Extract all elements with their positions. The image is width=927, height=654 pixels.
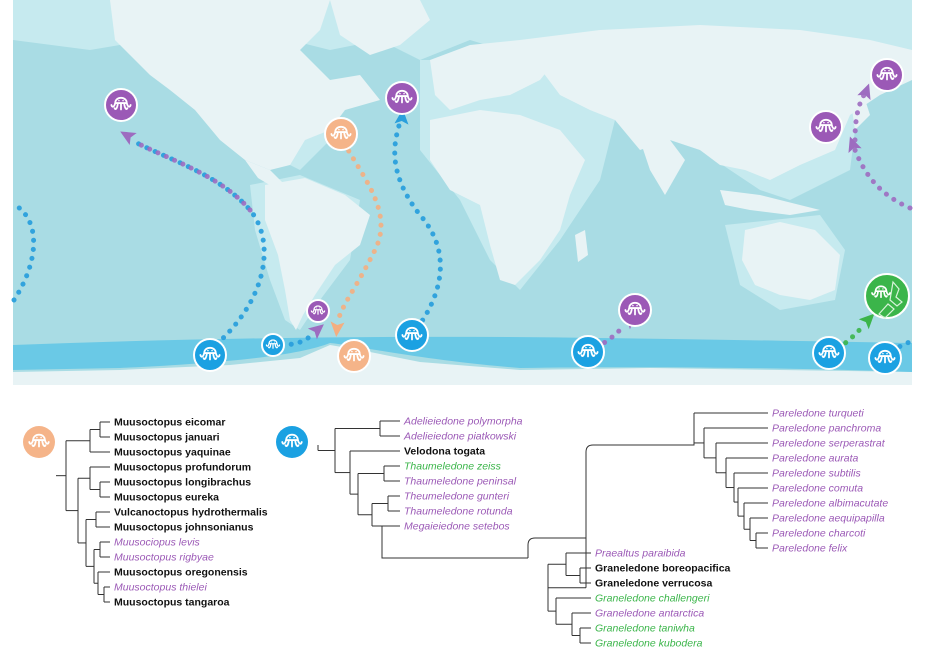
marker-green-new-zealand <box>864 273 910 319</box>
marker-purple-north-pacific <box>104 88 138 122</box>
asia <box>520 25 912 180</box>
tip-label: Thaumeledone rotunda <box>404 506 513 518</box>
tip-label: Muusoctopus tangaroa <box>114 597 230 609</box>
tip-label: Pareledone aurata <box>772 453 859 465</box>
tip-label: Muusoctopus yaquinae <box>114 447 231 459</box>
marker-purple-japan <box>809 110 843 144</box>
clade-markers <box>23 426 308 458</box>
node-connector <box>585 427 695 588</box>
tip-label: Pareledone aequipapilla <box>772 513 885 525</box>
phylogeny-branches <box>56 412 768 644</box>
central-america <box>245 160 285 190</box>
clade-marker-muusoctopus <box>23 426 55 458</box>
tip-label: Adelieiedone polymorpha <box>403 416 523 428</box>
clade-marker-antarctic <box>276 426 308 458</box>
tip-label: Graneledone taniwha <box>595 623 695 635</box>
route-drake-short <box>270 332 315 348</box>
tip-label: Muusoctopus januari <box>114 432 220 444</box>
europe <box>430 40 560 110</box>
map-markers <box>104 58 910 375</box>
tip-label: Velodona togata <box>404 446 485 458</box>
node-connector <box>527 537 586 558</box>
tip-label: Graneledone verrucosa <box>595 578 712 590</box>
tip-label: Muusoctopus eicomar <box>114 417 225 429</box>
route-nz-right <box>882 339 913 360</box>
marker-purple-north-atlantic <box>385 81 419 115</box>
arrowhead-drake <box>307 324 324 340</box>
southern-ocean-band <box>13 336 912 372</box>
arrowhead-japan-north <box>857 83 871 101</box>
tip-label: Graneledone challengeri <box>595 593 710 605</box>
tip-label: Thaumeledone peninsal <box>404 476 517 488</box>
tip-label: Pareledone albimacutate <box>772 498 888 510</box>
greenland <box>330 0 430 55</box>
landmass <box>13 0 912 385</box>
tip-label: Muusoctopus rigbyae <box>114 552 214 564</box>
south-america <box>265 178 370 330</box>
tip-label: Praealtus paraibida <box>595 548 686 560</box>
tip-label: Muusoctopus thielei <box>114 582 207 594</box>
tip-label: Muusociopus levis <box>114 537 201 549</box>
marker-purple-drake <box>306 299 330 323</box>
node-connector <box>318 423 325 451</box>
tip-label: Muusoctopus profundorum <box>114 462 251 474</box>
branch-to-deep-clade <box>381 526 528 559</box>
madagascar <box>575 230 588 262</box>
tip-label: Pareledone panchroma <box>772 423 881 435</box>
marker-orange-south-atlantic-origin <box>324 117 358 151</box>
tip-label: Muusoctopus longibrachus <box>114 477 251 489</box>
africa <box>430 110 585 285</box>
tip-label: Pareledone felix <box>772 543 848 555</box>
tip-label: Pareledone serperastrat <box>772 438 886 450</box>
route-atlantic-north <box>392 119 443 338</box>
tip-label: Pareledone turqueti <box>772 408 864 420</box>
tip-label: Graneledone antarctica <box>595 608 704 620</box>
north-america <box>110 0 380 170</box>
marker-purple-indian <box>618 293 652 327</box>
route-japan <box>852 147 913 211</box>
marker-orange-antarctic <box>337 339 371 373</box>
arrowhead-japan <box>848 136 862 154</box>
marker-blue-drake <box>261 333 285 357</box>
world-map <box>13 0 912 385</box>
route-japan-north <box>852 92 867 143</box>
tip-label: Pareledone subtilis <box>772 468 861 480</box>
tip-label: Thaumeledone zeiss <box>404 461 502 473</box>
arrowhead-north-pacific <box>120 131 137 146</box>
tip-label: Pareledone charcoti <box>772 528 866 540</box>
marker-blue-scotia <box>395 318 429 352</box>
marker-purple-north-japan <box>870 58 904 92</box>
route-atlantic-south <box>335 132 384 323</box>
tip-label: Theumeledone gunteri <box>404 491 510 503</box>
tip-label: Graneledone kubodera <box>595 638 703 650</box>
new-zealand-outline-icon <box>878 280 903 319</box>
australia <box>742 222 840 300</box>
tip-label: Vulcanoctopus hydrothermalis <box>114 507 268 519</box>
indonesia <box>720 190 820 215</box>
tip-label: Muusoctopus eureka <box>114 492 219 504</box>
tip-label: Adelieiedone piatkowski <box>403 431 517 443</box>
marker-blue-pacific <box>193 338 227 372</box>
marker-blue-ross <box>812 336 846 370</box>
tip-label: Pareledone comuta <box>772 483 863 495</box>
tip-label: Muusoctopus johnsonianus <box>114 522 254 534</box>
antarctica <box>13 345 912 385</box>
arrowhead-nz <box>858 313 875 330</box>
dispersal-routes <box>11 92 913 360</box>
arrowhead-atlantic-north <box>394 109 409 125</box>
tip-label: Muusoctopus oregonensis <box>114 567 248 579</box>
tip-label: Megaieiedone setebos <box>404 521 510 533</box>
marker-blue-indian <box>571 335 605 369</box>
arrowhead-atlantic-south <box>330 321 345 337</box>
india <box>640 140 685 195</box>
tip-label: Graneledone boreopacifica <box>595 563 731 575</box>
marker-blue-ross-east <box>868 341 902 375</box>
